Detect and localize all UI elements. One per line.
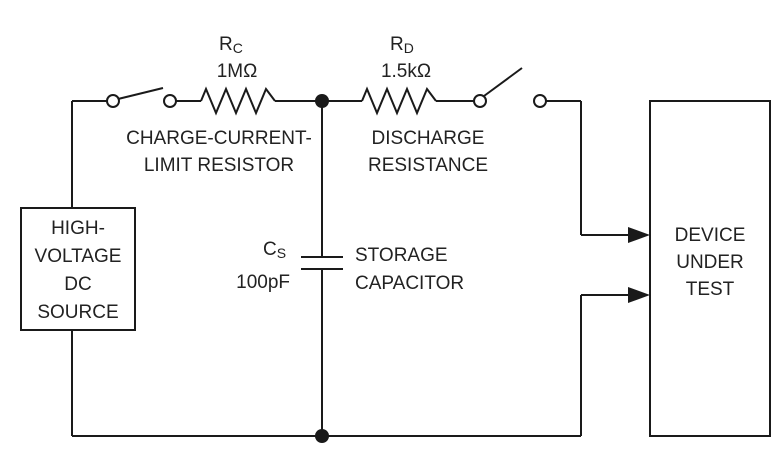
source-text-line2: VOLTAGE — [35, 246, 122, 267]
arrow-lower-icon — [628, 287, 650, 303]
storage-caption-line2: CAPACITOR — [355, 273, 464, 294]
dut-text-line2: UNDER — [676, 252, 744, 273]
junction-bottom — [315, 429, 329, 443]
cs-value-label: 100pF — [236, 272, 290, 293]
dut-box — [649, 100, 771, 437]
rd-symbol-label: RD — [390, 34, 414, 56]
source-text-line4: SOURCE — [37, 302, 118, 323]
charge-switch-icon — [106, 87, 177, 108]
source-text-line3: DC — [64, 274, 91, 295]
rc-symbol-label: RC — [219, 34, 243, 56]
source-box — [20, 207, 136, 331]
circuit-wires — [71, 100, 628, 437]
junction-top — [315, 94, 329, 108]
storage-caption-line1: STORAGE — [355, 245, 448, 266]
charge-resistor-caption-line1: CHARGE-CURRENT- — [126, 128, 312, 149]
cs-symbol-label: CS — [263, 239, 286, 261]
discharge-switch-icon — [473, 67, 547, 108]
resistor-rc-icon — [200, 86, 276, 116]
dut-text-line1: DEVICE — [675, 225, 746, 246]
arrow-upper-icon — [628, 227, 650, 243]
source-text-line1: HIGH- — [51, 218, 105, 239]
rc-value-label: 1MΩ — [217, 61, 258, 82]
discharge-caption-line1: DISCHARGE — [372, 128, 485, 149]
rd-value-label: 1.5kΩ — [381, 61, 431, 82]
resistor-rd-icon — [361, 86, 437, 116]
dut-text-line3: TEST — [686, 279, 735, 300]
capacitor-cs-icon — [301, 256, 343, 270]
discharge-caption-line2: RESISTANCE — [368, 155, 488, 176]
charge-resistor-caption-line2: LIMIT RESISTOR — [144, 155, 294, 176]
